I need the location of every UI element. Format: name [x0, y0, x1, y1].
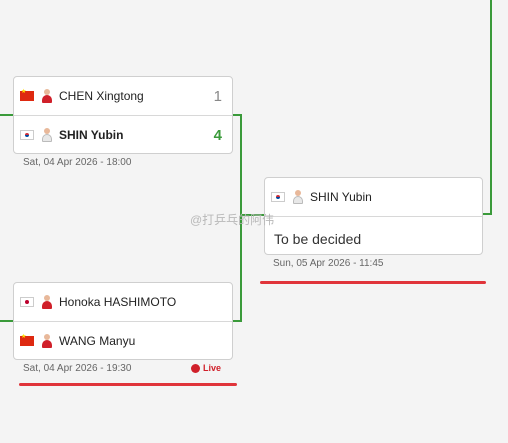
match-card[interactable]: Honoka HASHIMOTO WANG Manyu: [13, 282, 233, 360]
bracket-connector: [482, 213, 492, 215]
watermark-text: @打乒乓的阿伟: [190, 213, 275, 227]
live-label: Live: [203, 363, 222, 373]
cn-flag-icon: [20, 88, 34, 101]
player-score: 4: [213, 126, 222, 144]
match-date: Sun, 05 Apr 2026 - 11:45: [273, 258, 384, 269]
player-avatar-icon: [40, 89, 54, 103]
bracket-connector: [0, 114, 14, 116]
player-row[interactable]: CHEN Xingtong 1: [14, 77, 232, 116]
kr-flag-icon: [271, 192, 285, 202]
cn-flag-icon: [20, 333, 34, 346]
bracket-connector: [490, 8, 492, 215]
bracket-connector: [490, 0, 492, 10]
match-date: Sat, 04 Apr 2026 - 18:00: [23, 157, 132, 168]
player-name: SHIN Yubin: [310, 190, 372, 204]
bracket-connector: [0, 320, 14, 322]
bracket-connector: [240, 114, 242, 321]
player-row[interactable]: SHIN Yubin 4: [14, 116, 232, 154]
player-avatar-icon: [291, 190, 305, 204]
highlight-bar: [260, 281, 486, 284]
player-avatar-icon: [40, 334, 54, 348]
player-avatar-icon: [40, 128, 54, 142]
match-date: Sat, 04 Apr 2026 - 19:30: [23, 363, 132, 374]
player-name: Honoka HASHIMOTO: [59, 295, 177, 309]
player-row[interactable]: SHIN Yubin: [265, 178, 482, 217]
kr-flag-icon: [20, 130, 34, 140]
jp-flag-icon: [20, 297, 34, 307]
live-dot-icon: [191, 363, 200, 373]
highlight-bar: [19, 383, 237, 386]
match-card[interactable]: SHIN Yubin To be decided: [264, 177, 483, 255]
player-avatar-icon: [40, 295, 54, 309]
player-row[interactable]: WANG Manyu: [14, 322, 232, 360]
player-name: CHEN Xingtong: [59, 89, 144, 103]
player-score: 1: [213, 87, 222, 105]
match-card[interactable]: CHEN Xingtong 1 SHIN Yubin 4: [13, 76, 233, 154]
player-name: WANG Manyu: [59, 334, 136, 348]
player-name: SHIN Yubin: [59, 128, 124, 142]
player-row[interactable]: Honoka HASHIMOTO: [14, 283, 232, 322]
bracket-connector: [232, 114, 242, 116]
to-be-decided-label: To be decided: [274, 231, 362, 247]
bracket-connector: [232, 320, 242, 322]
live-badge[interactable]: Live: [191, 363, 221, 373]
bracket-connector: [240, 214, 264, 216]
